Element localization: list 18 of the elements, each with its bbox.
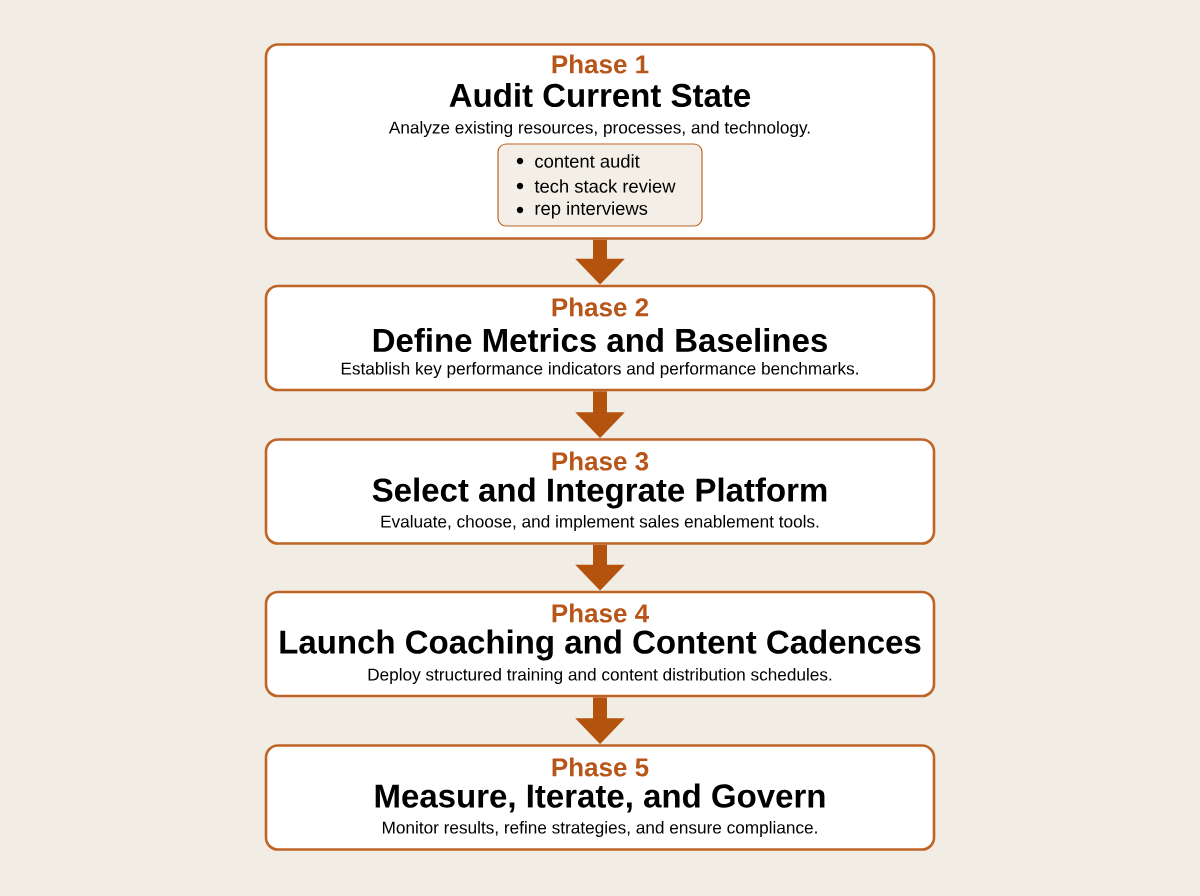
phase-label: Phase 1 [552, 54, 649, 74]
step-title: Audit Current State [449, 82, 751, 108]
phase-label: Phase 4 [552, 603, 649, 623]
phase-label: Phase 2 [552, 297, 649, 317]
step-description: Evaluate, choose, and implement sales enablement tools. [381, 515, 819, 532]
step-description: Deploy structured training and content distribution schedules. [368, 668, 832, 685]
bullet-item: content audit [516, 154, 640, 168]
phase-label: Phase 3 [552, 451, 649, 471]
step-description: Monitor results, refine strategies, and ensure compliance. [382, 821, 817, 838]
phase-label: Phase 5 [552, 757, 649, 777]
step-title: Select and Integrate Platform [372, 477, 827, 509]
step-title: Measure, Iterate, and Govern [375, 783, 825, 813]
step-description: Establish key performance indicators and performance benchmarks. [341, 362, 858, 379]
bullet-item: tech stack review [516, 179, 676, 193]
bullet-item: rep interviews [516, 201, 648, 219]
step-title: Launch Coaching and Content Cadences [280, 629, 921, 661]
step-title: Define Metrics and Baselines [373, 327, 827, 353]
step-description: Analyze existing resources, processes, and technology. [388, 121, 810, 138]
